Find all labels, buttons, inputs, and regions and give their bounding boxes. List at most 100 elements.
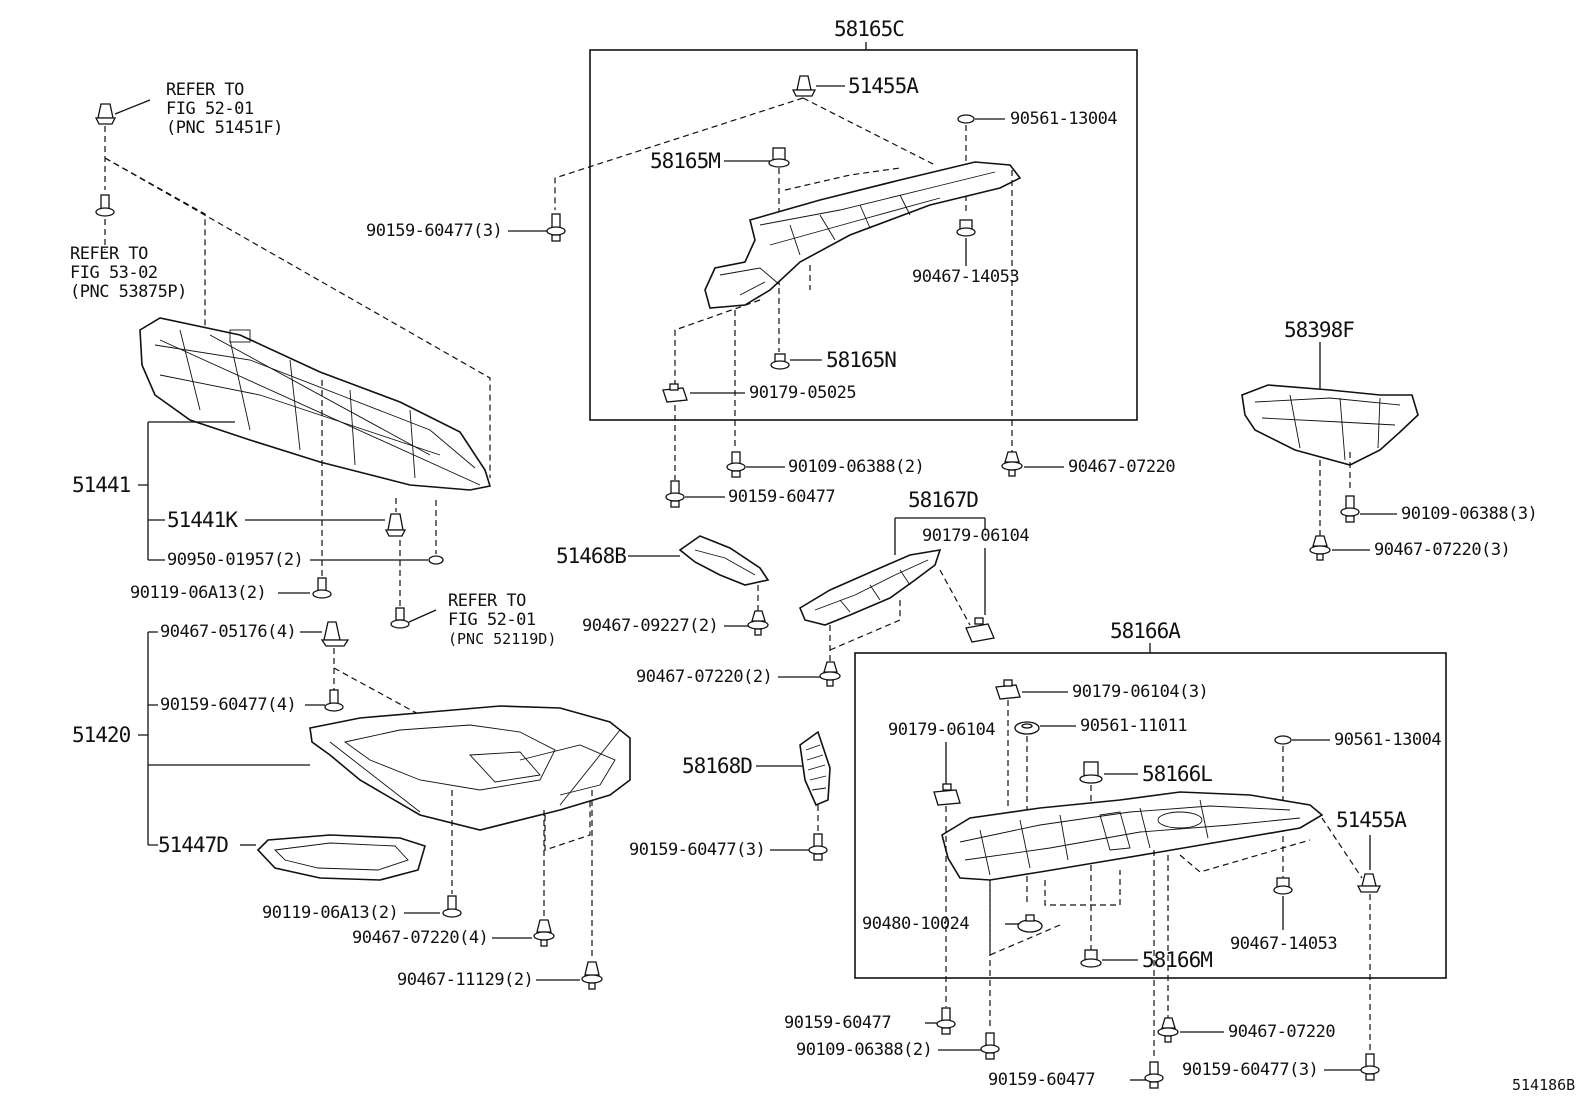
part-label-58166M[interactable]: 58166M bbox=[1142, 948, 1213, 972]
part-label-90119-06A13-2-a[interactable]: 90119-06A13(2) bbox=[130, 583, 267, 603]
part-label-51468B[interactable]: 51468B bbox=[556, 544, 627, 568]
svg-text:FIG 52-01: FIG 52-01 bbox=[448, 610, 536, 630]
group-label-51420[interactable]: 51420 bbox=[72, 723, 132, 747]
clip-icon bbox=[819, 661, 841, 687]
group-label-58166A[interactable]: 58166A bbox=[1110, 619, 1182, 643]
svg-text:FIG 53-02: FIG 53-02 bbox=[70, 263, 158, 283]
part-label-51455A-bot[interactable]: 51455A bbox=[1336, 808, 1408, 832]
part-label-90109-06388-3[interactable]: 90109-06388(3) bbox=[1401, 504, 1538, 524]
part-label-58165N[interactable]: 58165N bbox=[826, 348, 897, 372]
clip-icon bbox=[320, 621, 350, 647]
svg-text:REFER TO: REFER TO bbox=[70, 244, 148, 264]
grommet-icon bbox=[1017, 914, 1043, 933]
part-label-51441K[interactable]: 51441K bbox=[167, 508, 239, 532]
part-label-90159-60477-3-mid[interactable]: 90159-60477(3) bbox=[629, 840, 766, 860]
bracket-51468B-drawing bbox=[678, 535, 770, 586]
part-label-90159-60477-4[interactable]: 90159-60477(4) bbox=[160, 695, 297, 715]
part-label-90950-01957-2[interactable]: 90950-01957(2) bbox=[167, 550, 304, 570]
svg-text:FIG 52-01: FIG 52-01 bbox=[166, 99, 254, 119]
part-label-90480-10024[interactable]: 90480-10024 bbox=[862, 914, 970, 934]
svg-text:(PNC 52119D): (PNC 52119D) bbox=[448, 630, 556, 648]
bolt-icon bbox=[665, 480, 685, 508]
refer-fig-52-01-b[interactable]: REFER TO FIG 52-01 (PNC 52119D) bbox=[448, 591, 556, 648]
clip-nut-icon bbox=[662, 383, 688, 403]
part-label-90467-14053-bot[interactable]: 90467-14053 bbox=[1230, 934, 1338, 954]
nut-icon bbox=[956, 219, 976, 237]
part-label-90561-13004-top[interactable]: 90561-13004 bbox=[1010, 109, 1118, 129]
bolt-icon bbox=[726, 451, 746, 478]
part-label-90159-60477-3-top[interactable]: 90159-60477(3) bbox=[366, 221, 503, 241]
part-label-90159-60477-mid[interactable]: 90159-60477 bbox=[728, 487, 836, 507]
part-label-90109-06388-2-bot[interactable]: 90109-06388(2) bbox=[796, 1040, 933, 1060]
clip-icon bbox=[1309, 535, 1331, 561]
bolt-icon bbox=[808, 833, 828, 861]
part-label-58165M[interactable]: 58165M bbox=[650, 149, 721, 173]
clip-icon bbox=[1001, 451, 1023, 477]
part-label-90159-60477-3-bot[interactable]: 90159-60477(3) bbox=[1182, 1060, 1319, 1080]
part-label-90467-09227-2[interactable]: 90467-09227(2) bbox=[582, 616, 719, 636]
bracket-58165C-drawing bbox=[704, 161, 1022, 309]
part-label-90467-07220-4[interactable]: 90467-07220(4) bbox=[352, 928, 489, 948]
refer-fig-53-02[interactable]: REFER TO FIG 53-02 (PNC 53875P) bbox=[70, 244, 187, 302]
bolt-icon bbox=[312, 577, 332, 599]
bolt-icon bbox=[1360, 1053, 1380, 1081]
clip-icon bbox=[94, 103, 117, 125]
pin-icon bbox=[770, 353, 790, 370]
part-label-90561-11011[interactable]: 90561-11011 bbox=[1080, 716, 1188, 736]
part-label-90467-11129-2[interactable]: 90467-11129(2) bbox=[397, 970, 534, 990]
part-label-90467-14053-top[interactable]: 90467-14053 bbox=[912, 267, 1020, 287]
group-label-58167D[interactable]: 58167D bbox=[908, 488, 979, 512]
part-label-90467-07220-3[interactable]: 90467-07220(3) bbox=[1374, 540, 1511, 560]
undercover-58166A-drawing bbox=[941, 791, 1324, 881]
pin-icon bbox=[1080, 949, 1102, 968]
part-label-90179-06104-b[interactable]: 90179-06104 bbox=[888, 720, 996, 740]
part-label-51447D[interactable]: 51447D bbox=[158, 833, 229, 857]
part-label-90467-07220-mid[interactable]: 90467-07220 bbox=[1068, 457, 1176, 477]
part-label-90467-05176-4[interactable]: 90467-05176(4) bbox=[160, 622, 297, 642]
pin-icon bbox=[768, 147, 790, 168]
clip-icon bbox=[747, 610, 769, 636]
clip-icon bbox=[1157, 1017, 1179, 1043]
bolt-icon bbox=[980, 1032, 1000, 1060]
part-label-90561-13004-bot[interactable]: 90561-13004 bbox=[1334, 730, 1442, 750]
bolt-icon bbox=[1144, 1061, 1164, 1089]
group-box-58165C bbox=[589, 49, 1138, 421]
clip-nut-icon bbox=[965, 617, 995, 643]
svg-text:(PNC 51451F): (PNC 51451F) bbox=[166, 118, 283, 138]
clip-nut-icon bbox=[933, 783, 961, 806]
part-label-90467-07220-bot[interactable]: 90467-07220 bbox=[1228, 1022, 1336, 1042]
part-label-90179-06104-a[interactable]: 90179-06104 bbox=[922, 526, 1030, 546]
clip-nut-icon bbox=[995, 679, 1021, 700]
part-label-90119-06A13-2-b[interactable]: 90119-06A13(2) bbox=[262, 903, 399, 923]
part-label-90159-60477-bot-a[interactable]: 90159-60477 bbox=[784, 1013, 892, 1033]
bolt-icon bbox=[1340, 495, 1360, 523]
group-label-58165C[interactable]: 58165C bbox=[834, 17, 905, 41]
part-label-90179-06104-3[interactable]: 90179-06104(3) bbox=[1072, 682, 1209, 702]
part-label-90179-05025[interactable]: 90179-05025 bbox=[749, 383, 857, 403]
bolt-icon bbox=[936, 1007, 956, 1035]
refer-fig-52-01-a[interactable]: REFER TO FIG 52-01 (PNC 51451F) bbox=[166, 80, 283, 138]
bolt-icon bbox=[95, 194, 115, 217]
bracket-58167D-drawing bbox=[798, 548, 942, 626]
svg-text:(PNC 53875P): (PNC 53875P) bbox=[70, 282, 187, 302]
bolt-icon bbox=[390, 607, 410, 629]
cover-58398F-drawing bbox=[1241, 384, 1419, 466]
nut-icon bbox=[1273, 877, 1293, 895]
part-label-90467-07220-2-mid[interactable]: 90467-07220(2) bbox=[636, 667, 773, 687]
undercover-51441-drawing bbox=[139, 317, 492, 491]
clip-icon bbox=[384, 513, 407, 537]
engine-under-cover-51420-drawing bbox=[309, 705, 631, 831]
svg-text:REFER TO: REFER TO bbox=[166, 80, 244, 100]
part-label-58166L[interactable]: 58166L bbox=[1142, 762, 1213, 786]
part-label-90109-06388-2-mid[interactable]: 90109-06388(2) bbox=[788, 457, 925, 477]
part-label-90159-60477-bot-b[interactable]: 90159-60477 bbox=[988, 1070, 1096, 1090]
part-label-58168D[interactable]: 58168D bbox=[682, 754, 753, 778]
svg-text:REFER TO: REFER TO bbox=[448, 591, 526, 611]
grommet-icon bbox=[428, 555, 444, 565]
bolt-icon bbox=[442, 895, 462, 918]
part-label-51455A-top[interactable]: 51455A bbox=[848, 74, 920, 98]
group-label-58398F[interactable]: 58398F bbox=[1284, 318, 1355, 342]
diagram-code: 514186B bbox=[1512, 1076, 1575, 1094]
group-label-51441[interactable]: 51441 bbox=[72, 473, 132, 497]
cover-51447D-drawing bbox=[256, 834, 426, 881]
